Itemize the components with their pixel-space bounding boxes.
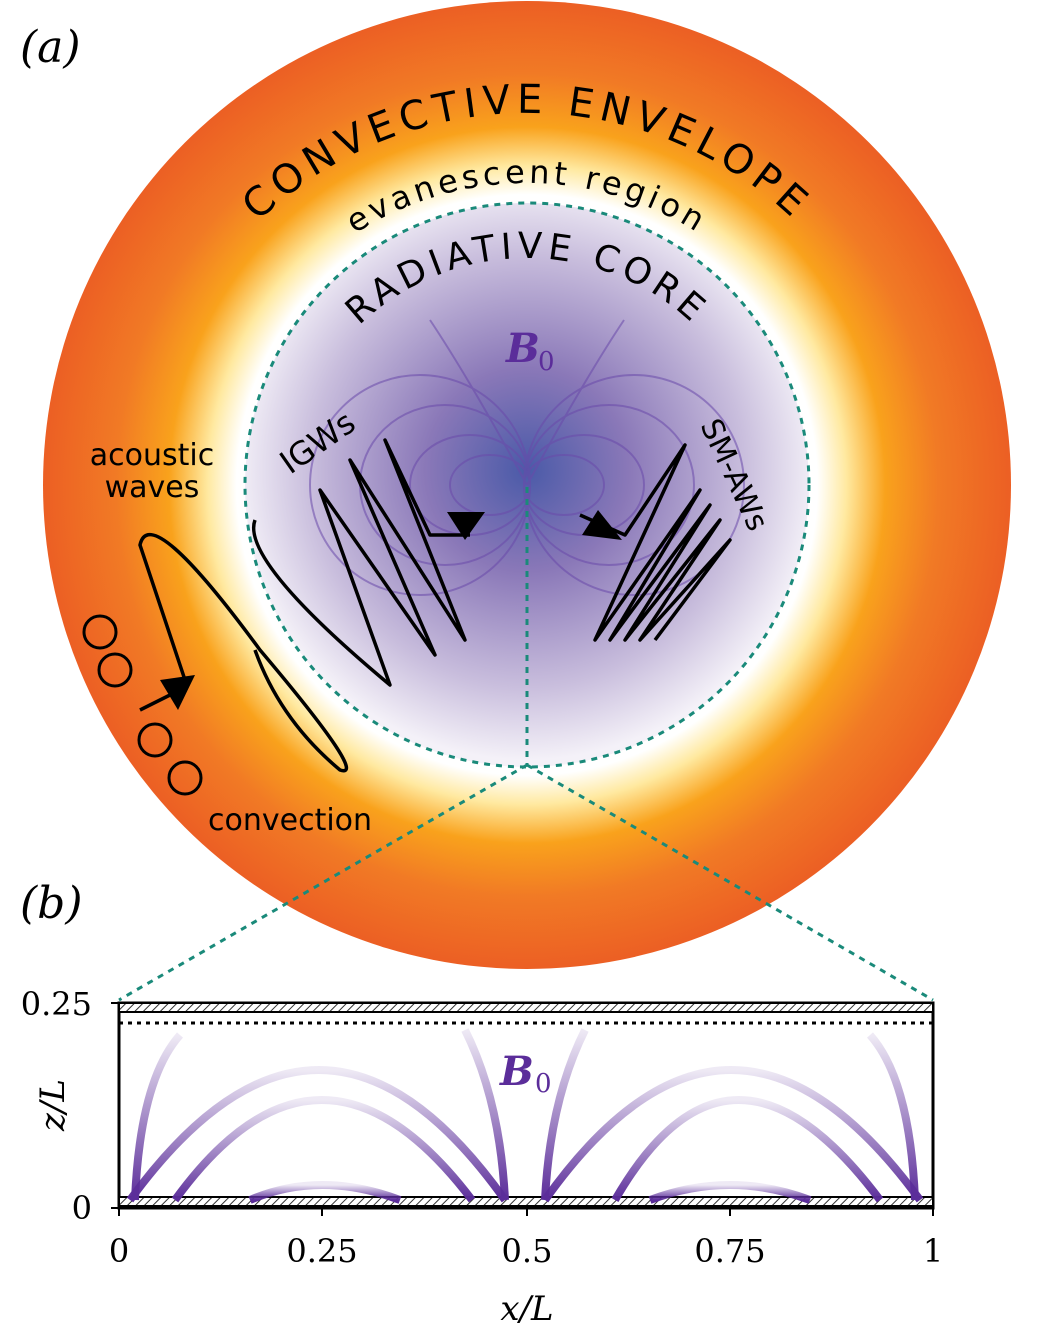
tick-marks xyxy=(111,1002,934,1216)
x-tick: 0 xyxy=(109,1232,129,1270)
acoustic-label-line2: waves xyxy=(105,470,200,505)
x-tick-labels: 0 0.25 0.5 0.75 1 xyxy=(109,1232,943,1270)
field-subscript-b: 0 xyxy=(535,1069,552,1099)
y-axis-label: z/L xyxy=(33,1079,73,1132)
panel-b-axes xyxy=(117,1001,935,1210)
sm-aw-wave-path xyxy=(579,443,732,642)
convection-eddy-icons xyxy=(82,614,203,796)
panel-b-label: (b) xyxy=(20,878,83,929)
zoom-connector-lines xyxy=(118,487,934,1002)
acoustic-label-line1: acoustic xyxy=(90,438,214,473)
x-axis-label: x/L xyxy=(500,1289,553,1329)
field-line-arcs-b xyxy=(126,1028,924,1204)
x-tick: 0.5 xyxy=(502,1232,553,1270)
top-boundary-layer xyxy=(118,1002,934,1013)
acoustic-wave-path xyxy=(138,533,349,773)
core-boundary xyxy=(243,201,811,769)
bottom-boundary-layer xyxy=(118,1196,934,1207)
y-tick: 0.25 xyxy=(21,985,92,1023)
field-subscript-a: 0 xyxy=(538,347,555,377)
magnetic-field-lines xyxy=(309,319,745,596)
field-label-a: B xyxy=(505,325,540,372)
sm-aw-arrow-icon xyxy=(582,510,622,540)
igw-wave-path xyxy=(252,438,470,687)
x-tick: 0.75 xyxy=(694,1232,765,1270)
y-tick: 0 xyxy=(72,1189,92,1227)
igw-arrow-icon xyxy=(447,512,485,540)
convection-label: convection xyxy=(208,803,372,838)
field-label-b: B xyxy=(499,1048,534,1095)
x-tick: 1 xyxy=(923,1232,943,1270)
acoustic-arrow-icon xyxy=(160,675,195,710)
panel-a-label: (a) xyxy=(20,22,81,73)
x-tick: 0.25 xyxy=(286,1232,357,1270)
y-tick-labels: 0 0.25 xyxy=(21,985,92,1227)
